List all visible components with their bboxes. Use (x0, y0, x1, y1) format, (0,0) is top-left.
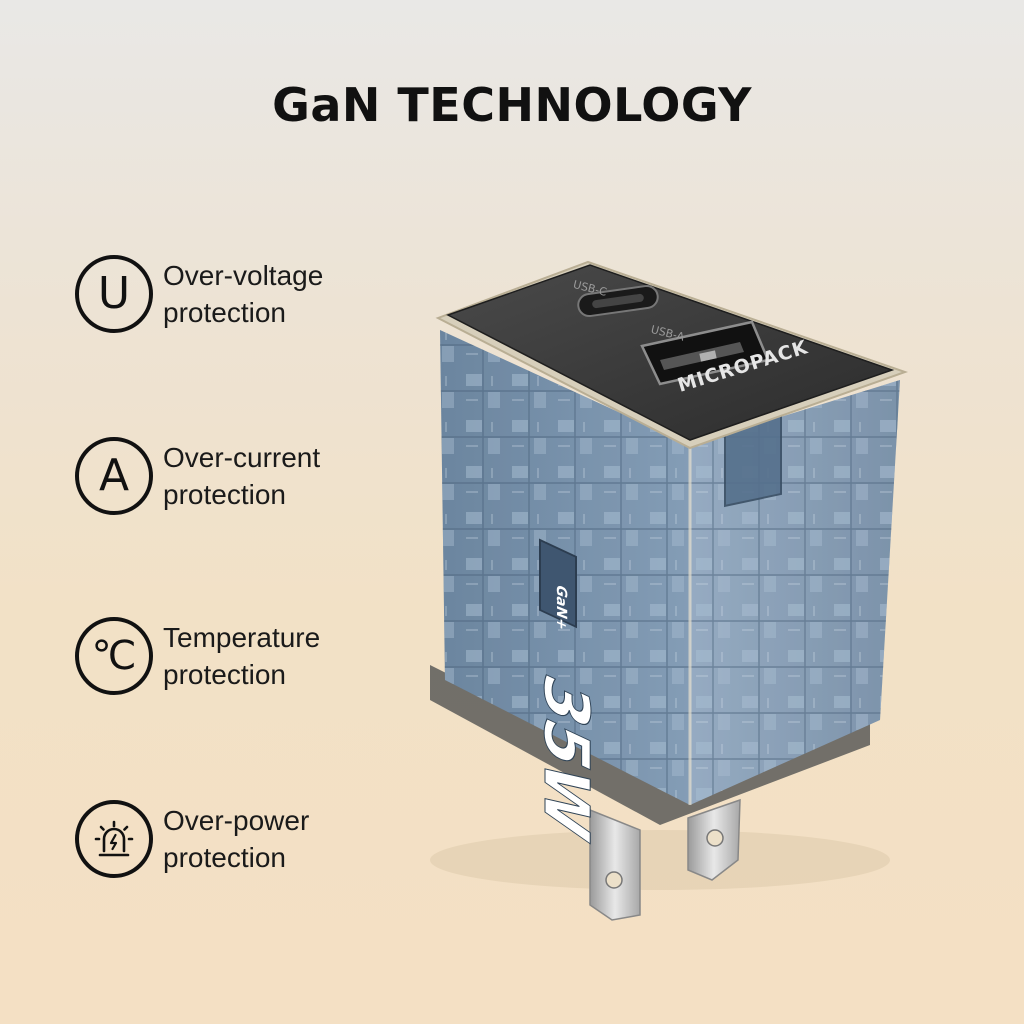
chip-label: GaN+ (553, 582, 569, 633)
temperature-celsius-icon: ℃ (75, 617, 153, 695)
feature-title: Over-power (163, 805, 310, 836)
feature-title: Temperature (163, 622, 321, 653)
feature-subtitle: protection (163, 659, 286, 690)
feature-text: Over-voltage protection (163, 257, 323, 331)
feature-title: Over-voltage (163, 260, 324, 291)
feature-over-current: A Over-current protection (75, 437, 320, 515)
feature-text: Over-power protection (163, 802, 309, 876)
feature-over-power: Over-power protection (75, 800, 309, 878)
usb-a-port: USB-A (640, 320, 770, 386)
page-title: GaN TECHNOLOGY (272, 78, 752, 132)
plug-prongs (589, 798, 741, 921)
feature-title: Over-current (163, 442, 321, 473)
feature-subtitle: protection (163, 297, 286, 328)
usb-c-label: USB-C (572, 278, 609, 299)
feature-text: Temperature protection (163, 619, 320, 693)
usb-a-label: USB-A (650, 323, 686, 344)
feature-subtitle: protection (163, 479, 286, 510)
feature-text: Over-current protection (163, 439, 320, 513)
feature-subtitle: protection (163, 842, 286, 873)
alarm-light-icon (94, 820, 134, 857)
alarm-power-icon (75, 800, 153, 878)
feature-temperature: ℃ Temperature protection (75, 617, 320, 695)
brand-logo: MICROPACK (675, 336, 811, 397)
voltage-u-icon: U (75, 255, 153, 333)
usb-c-port: USB-C (572, 278, 659, 318)
current-a-icon: A (75, 437, 153, 515)
feature-over-voltage: U Over-voltage protection (75, 255, 323, 333)
wattage-label: 35W (530, 663, 602, 851)
